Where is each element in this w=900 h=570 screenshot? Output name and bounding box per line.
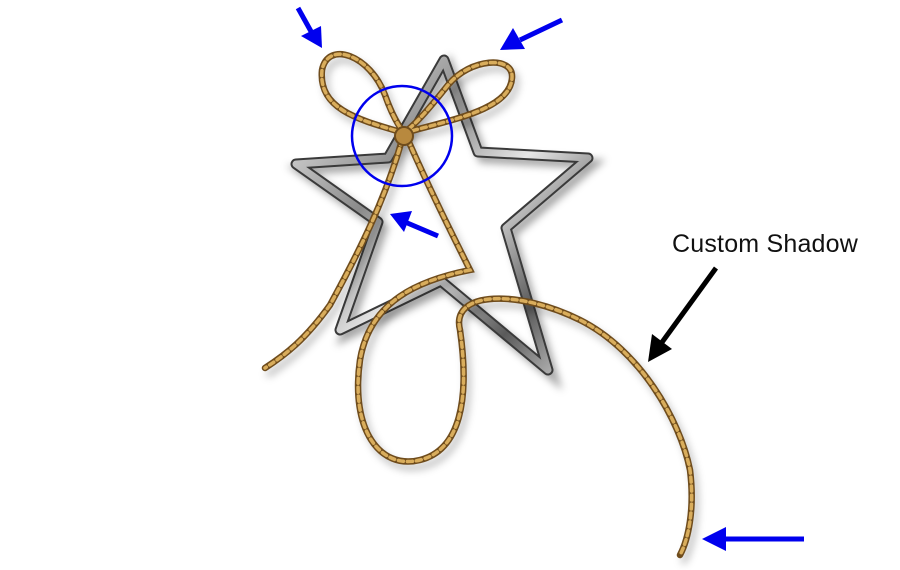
knot-highlight-circle — [350, 84, 454, 188]
custom-shadow-label: Custom Shadow — [672, 230, 859, 258]
blue-arrow-tail-end — [702, 527, 804, 551]
silver-star — [286, 54, 606, 391]
blue-arrow-knot — [390, 211, 439, 239]
star-highlight — [292, 56, 592, 374]
blue-arrow-right-loop — [500, 17, 564, 50]
left-tail — [261, 136, 406, 372]
bow-knot — [394, 126, 414, 146]
shadow-annotation-arrow — [648, 266, 719, 362]
blue-markers — [295, 6, 804, 551]
gold-twine — [261, 50, 699, 564]
blue-arrow-left-loop — [295, 6, 322, 48]
